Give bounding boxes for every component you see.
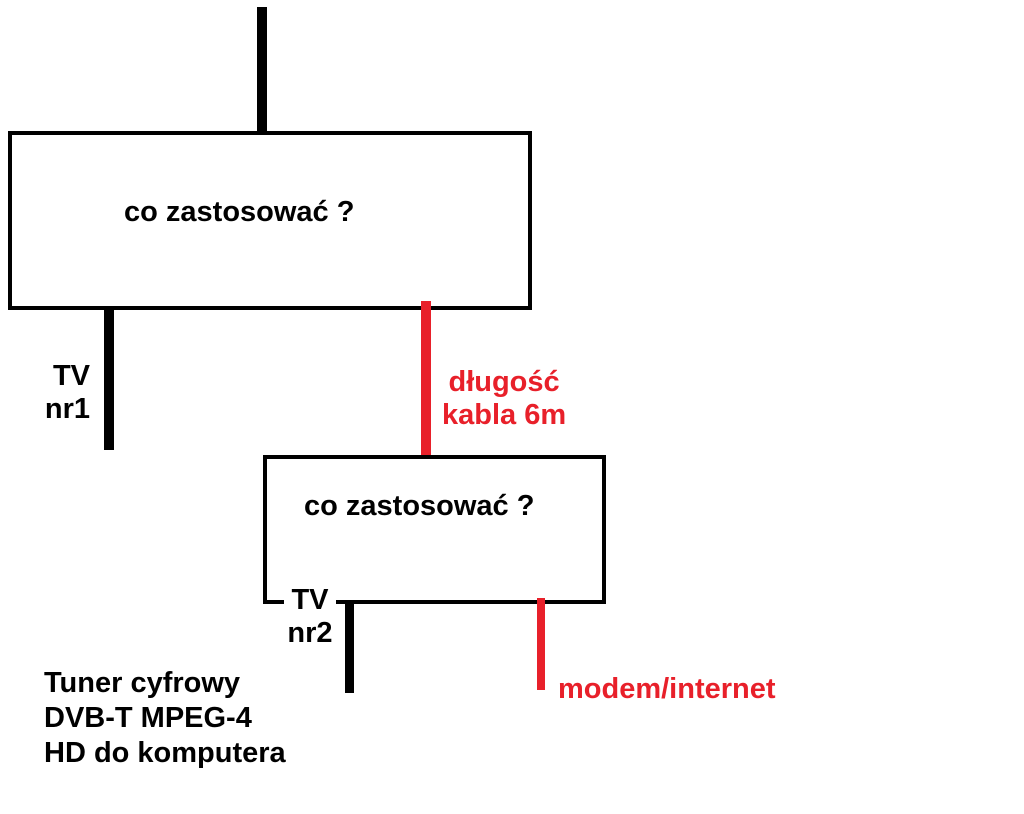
top-box-label: co zastosować ? bbox=[124, 196, 355, 228]
cable-line bbox=[421, 301, 431, 457]
tv2-label-line1: TV bbox=[291, 584, 329, 616]
modem-label: modem/internet bbox=[558, 673, 776, 705]
tv1-line bbox=[104, 306, 114, 450]
tv1-label-line2: nr1 bbox=[44, 393, 90, 426]
tv1-label: TV nr1 bbox=[38, 360, 90, 427]
top-splitter-box bbox=[8, 131, 532, 310]
tv2-label-line2: nr2 bbox=[287, 617, 333, 650]
modem-line bbox=[537, 598, 545, 690]
tuner-label-line3: HD do komputera bbox=[44, 736, 286, 769]
tuner-label: Tuner cyfrowy DVB-T MPEG-4 HD do kompute… bbox=[44, 666, 286, 770]
tv2-label: TV nr2 bbox=[284, 584, 336, 651]
bottom-splitter-box bbox=[263, 455, 606, 604]
cable-length-label: długość kabla 6m bbox=[442, 366, 566, 433]
bottom-box-label: co zastosować ? bbox=[304, 490, 535, 522]
cable-length-line1: długość bbox=[448, 366, 560, 398]
cable-length-line2: kabla 6m bbox=[442, 399, 567, 432]
tv1-label-line1: TV bbox=[52, 360, 90, 392]
tv2-line bbox=[345, 600, 354, 693]
antenna-feed-line bbox=[257, 7, 267, 135]
tuner-label-line2: DVB-T MPEG-4 bbox=[44, 701, 252, 734]
tuner-label-line1: Tuner cyfrowy bbox=[44, 667, 241, 699]
